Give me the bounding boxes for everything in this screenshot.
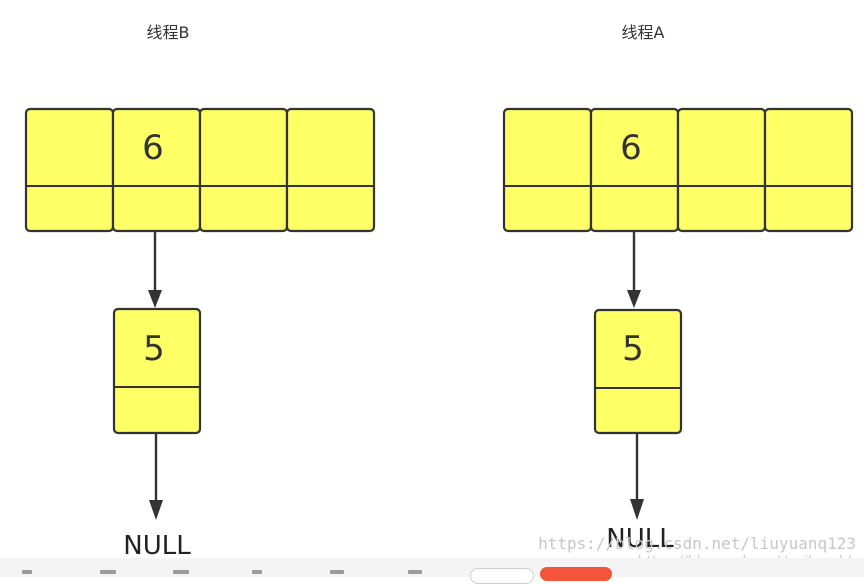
collect-icon[interactable]	[173, 570, 189, 574]
bucket-cell-3	[763, 107, 854, 233]
toolbar-red-button[interactable]	[540, 567, 612, 581]
bucket-cell-2	[198, 107, 289, 233]
share-icon[interactable]	[252, 570, 262, 574]
like-icon[interactable]	[22, 570, 32, 574]
thread-b-group: 线程B 6 5 NULL	[24, 23, 376, 561]
thread-a-group: 线程A 6 5 NULL	[502, 23, 854, 554]
thread-a-node: 5	[593, 308, 683, 435]
bucket-cell-0	[502, 107, 593, 233]
thread-a-arrow-1	[627, 231, 641, 308]
bucket-cell-3	[285, 107, 376, 233]
thread-b-node: 5	[112, 307, 202, 435]
toolbar-pill-button[interactable]	[470, 568, 534, 584]
thread-a-arrow-2	[630, 433, 644, 520]
comment-icon[interactable]	[100, 570, 116, 574]
thread-b-arrow-2	[149, 433, 163, 520]
more-icon[interactable]	[408, 570, 422, 574]
thread-a-title: 线程A	[622, 23, 665, 42]
thread-b-title: 线程B	[147, 23, 190, 42]
reward-icon[interactable]	[330, 570, 344, 574]
bucket-value: 6	[620, 128, 642, 168]
node-value: 5	[622, 329, 644, 369]
thread-b-arrow-1	[148, 231, 162, 308]
thread-b-bucket-array: 6	[24, 107, 376, 233]
thread-a-bucket-array: 6	[502, 107, 854, 233]
watermark-line-1: https://blog.csdn.net/liuyuanq123	[538, 534, 856, 553]
thread-a-null-label: NULL	[606, 524, 674, 554]
node-value: 5	[143, 329, 165, 369]
bucket-cell-0	[24, 107, 115, 233]
bucket-cell-2	[676, 107, 767, 233]
thread-b-null-label: NULL	[123, 531, 191, 561]
bucket-value: 6	[142, 128, 164, 168]
node-box	[112, 307, 202, 435]
bottom-toolbar	[0, 558, 864, 584]
